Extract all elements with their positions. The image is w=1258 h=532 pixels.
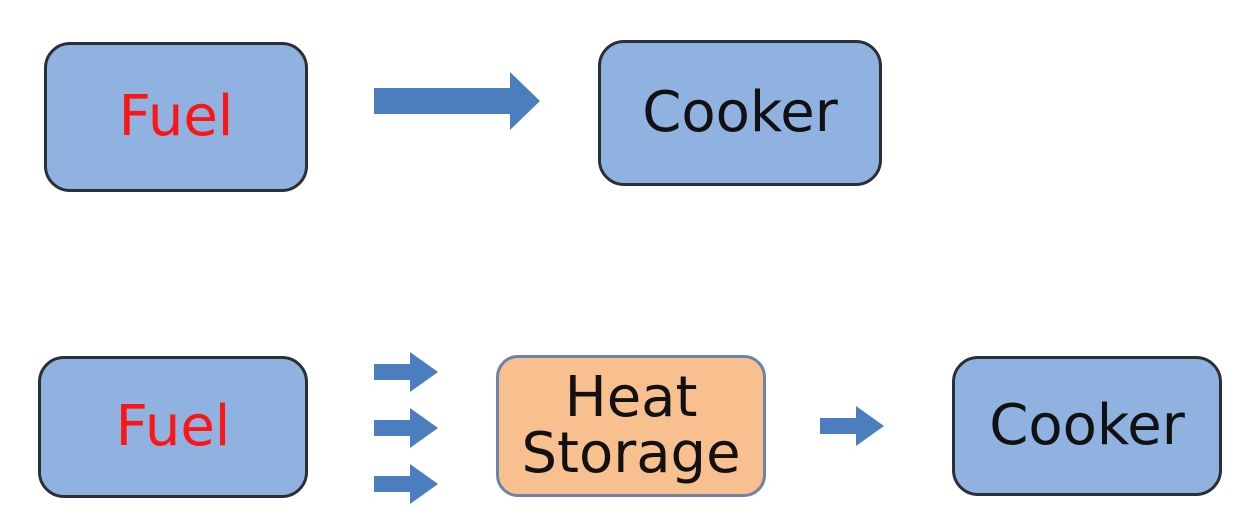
fuel-label-bottom: Fuel bbox=[115, 394, 231, 459]
fuel-box-bottom: Fuel bbox=[38, 356, 308, 498]
arrow-right-icon bbox=[374, 464, 438, 504]
cooker-box-bottom: Cooker bbox=[952, 356, 1222, 496]
heat-storage-box: Heat Storage bbox=[496, 355, 766, 497]
heat-storage-label-line2: Storage bbox=[521, 421, 741, 486]
heat-storage-label-line1: Heat bbox=[564, 365, 698, 430]
fuel-box-top: Fuel bbox=[44, 42, 308, 192]
cooker-box-top: Cooker bbox=[598, 40, 882, 186]
arrow-right-icon bbox=[374, 408, 438, 448]
arrow-right-icon bbox=[374, 72, 540, 130]
cooker-label-top: Cooker bbox=[642, 80, 838, 145]
arrow-right-icon bbox=[820, 406, 884, 446]
cooker-label-bottom: Cooker bbox=[989, 393, 1185, 458]
fuel-label-top: Fuel bbox=[118, 84, 234, 149]
arrow-right-icon bbox=[374, 352, 438, 392]
